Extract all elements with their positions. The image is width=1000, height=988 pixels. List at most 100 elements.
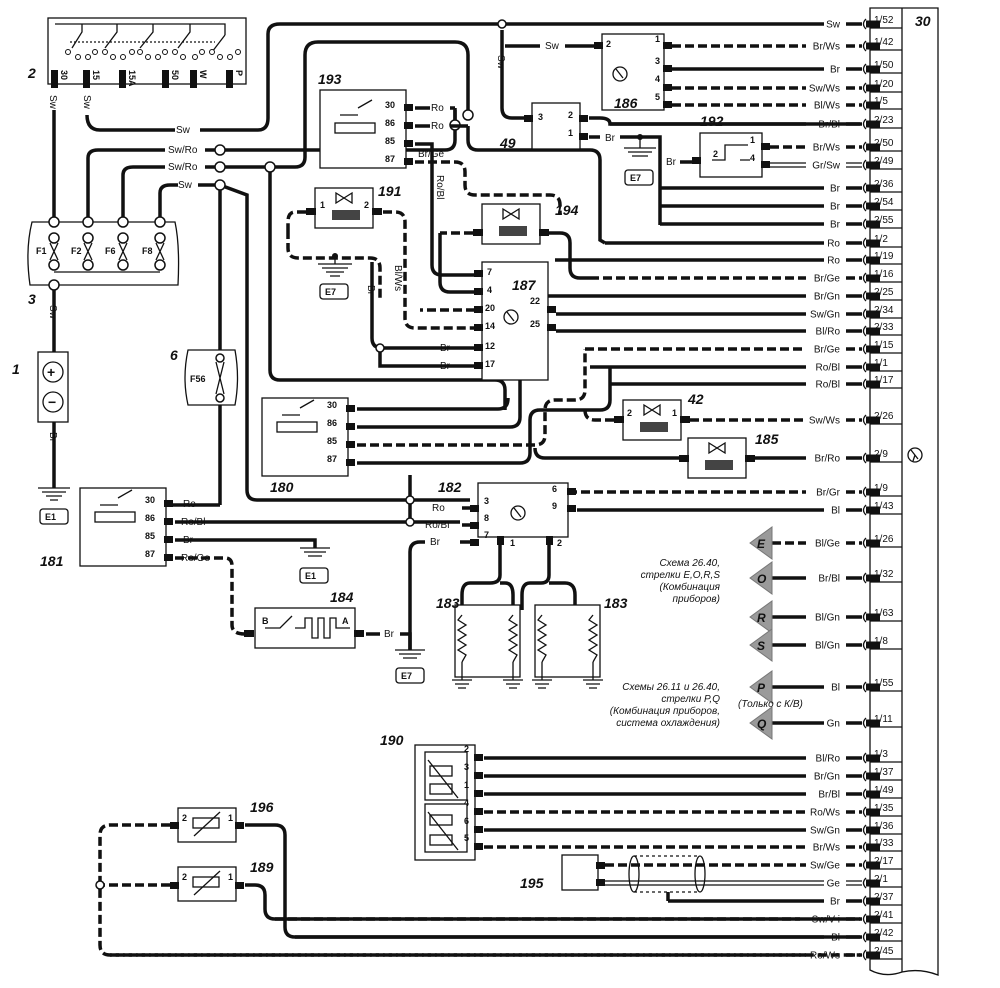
connector-pin bbox=[866, 20, 880, 28]
heater-183-left: 183 bbox=[436, 595, 523, 689]
pin-label: 2 bbox=[713, 149, 718, 159]
connector-pin-label: 1/50 bbox=[874, 60, 894, 71]
pin-label: 2 bbox=[364, 200, 369, 210]
wire-line bbox=[846, 880, 862, 886]
pin-label: 20 bbox=[485, 303, 495, 313]
pin-label: 7 bbox=[487, 267, 492, 277]
connector-pin-label: 1/1 bbox=[874, 358, 888, 369]
fuse-f6: F6 bbox=[105, 246, 116, 256]
connector-pin-label: 2/17 bbox=[874, 856, 894, 867]
pin-label: 5 bbox=[464, 833, 469, 843]
pin-label: 14 bbox=[485, 321, 495, 331]
wire-color-label: Bl bbox=[831, 683, 840, 694]
pin-label: 4 bbox=[655, 74, 660, 84]
wire-label: Br/Ge bbox=[418, 149, 445, 160]
connector-socket bbox=[862, 824, 867, 836]
pin-label: 2 bbox=[557, 538, 562, 548]
pin-label: 6 bbox=[464, 816, 469, 826]
connector-pin-label: 1/3 bbox=[874, 749, 888, 760]
connector-pin-label: 1/37 bbox=[874, 767, 894, 778]
wire-color-label: Br/Gn bbox=[814, 772, 840, 783]
ground-label: E7 bbox=[630, 173, 641, 183]
connector-pin-label: 1/36 bbox=[874, 821, 894, 832]
connector-pin-label: 1/15 bbox=[874, 340, 894, 351]
connector-pin-label: 1/11 bbox=[874, 714, 893, 725]
connector-socket bbox=[862, 639, 867, 651]
ecu-symbol-icon bbox=[510, 505, 526, 521]
relay-181: 30 86 85 87 181 Ro Ro/Bl Br Ro/Ge E1 bbox=[40, 487, 460, 636]
wire-line bbox=[846, 162, 862, 168]
reference-arrow-o: O bbox=[749, 561, 773, 595]
heater-183-right: 183 bbox=[532, 595, 628, 689]
wire-line bbox=[770, 162, 806, 168]
arrow-label: Q bbox=[757, 717, 767, 731]
connector-pin bbox=[866, 933, 880, 941]
battery-minus: − bbox=[48, 394, 56, 410]
connector-pin-label: 2/34 bbox=[874, 305, 894, 316]
connector-pin-label: 1/5 bbox=[874, 96, 888, 107]
note-text: Схема 26.40, bbox=[659, 558, 720, 569]
connector-pin bbox=[866, 327, 880, 335]
pin-label: 87 bbox=[385, 154, 395, 164]
connector-socket bbox=[862, 841, 867, 853]
wire-color-label: Br/Bl bbox=[818, 574, 840, 585]
arrow-icon bbox=[749, 561, 773, 595]
wire-label: Sw bbox=[81, 95, 92, 110]
connector-label: 30 bbox=[915, 13, 931, 29]
pin-label: 86 bbox=[327, 418, 337, 428]
module-187: 187 7 4 20 14 12 17 22 25 bbox=[420, 233, 556, 381]
pin-label: 86 bbox=[145, 513, 155, 523]
label-195: 195 bbox=[520, 875, 544, 891]
connector-pin bbox=[866, 363, 880, 371]
wire-label: Ro bbox=[183, 499, 196, 510]
connector-socket bbox=[862, 343, 867, 355]
wire-line bbox=[605, 880, 824, 886]
battery-plus: + bbox=[47, 364, 55, 380]
connector-pin-label: 2/36 bbox=[874, 179, 894, 190]
reference-arrow-s: S bbox=[749, 628, 773, 662]
connector-pin-label: 1/19 bbox=[874, 251, 894, 262]
connector-pin bbox=[866, 879, 880, 887]
arrow-label: P bbox=[757, 681, 766, 695]
fuse-f56: F56 6 bbox=[170, 347, 239, 406]
connector-socket bbox=[862, 361, 867, 373]
valve-185: 185 bbox=[533, 431, 779, 479]
wire-color-label: Br/Ws bbox=[813, 143, 840, 154]
connector-pin-label: 1/20 bbox=[874, 79, 894, 90]
wire-color-label: Sw/Ws bbox=[809, 416, 840, 427]
label-193: 193 bbox=[318, 71, 342, 87]
note-text: стрелки E,O,R,S bbox=[641, 570, 721, 581]
wire-label: Br bbox=[666, 157, 677, 168]
arrow-label: R bbox=[757, 611, 766, 625]
reference-arrow-r: R bbox=[749, 600, 773, 634]
connector-socket bbox=[862, 414, 867, 426]
connector-pin bbox=[866, 345, 880, 353]
ignition-pin-15a: 15A bbox=[127, 70, 137, 87]
note-text: приборов) bbox=[673, 593, 721, 605]
label-42: 42 bbox=[687, 391, 704, 407]
connector-socket bbox=[862, 859, 867, 871]
wire-color-label: Br bbox=[830, 184, 841, 195]
sensor-189: 2 1 189 bbox=[95, 859, 860, 921]
wire-color-label: Ro bbox=[827, 239, 840, 250]
pin-label: 85 bbox=[145, 531, 155, 541]
connector-socket bbox=[862, 290, 867, 302]
pin-label: 3 bbox=[655, 56, 660, 66]
wire-label: Sw bbox=[178, 180, 193, 191]
wire-label: Ro bbox=[432, 503, 445, 514]
sensor-195: 195 bbox=[520, 854, 706, 901]
label-181: 181 bbox=[40, 553, 64, 569]
connector-socket bbox=[862, 504, 867, 516]
fuse-box: F1 F2 F6 F8 3 Sw bbox=[27, 216, 180, 352]
